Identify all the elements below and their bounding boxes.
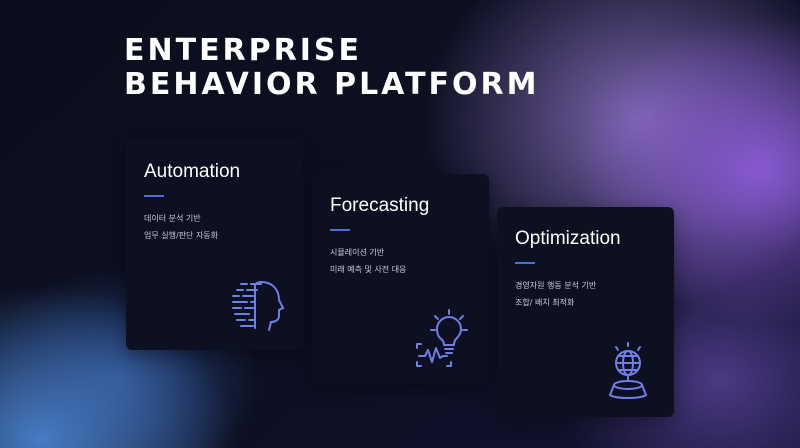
- card-description-line: 경영자원 행동 분석 기반: [515, 281, 597, 290]
- card-divider: [144, 195, 164, 197]
- card-title: Automation: [144, 161, 241, 182]
- card-description: 경영자원 행동 분석 기반 조합/ 배치 최적화: [515, 277, 596, 311]
- card-divider: [515, 262, 535, 264]
- card-description-line: 미래 예측 및 사전 대응: [330, 265, 407, 274]
- page-title-line1: ENTERPRISE: [124, 33, 363, 68]
- ai-head-icon: [227, 274, 289, 336]
- card-automation: Automation 데이터 분석 기반 업무 실행/판단 자동화: [126, 140, 303, 350]
- globe-pedestal-icon: [598, 341, 660, 403]
- page-title-line2: BEHAVIOR PLATFORM: [124, 67, 540, 102]
- card-description-line: 조합/ 배치 최적화: [515, 298, 575, 307]
- lightbulb-pulse-icon: [413, 308, 475, 370]
- card-forecasting: Forecasting 시뮬레이션 기반 미래 예측 및 사전 대응: [312, 174, 489, 384]
- card-description: 시뮬레이션 기반 미래 예측 및 사전 대응: [330, 244, 406, 278]
- card-description-line: 시뮬레이션 기반: [330, 248, 385, 257]
- card-description-line: 데이터 분석 기반: [144, 214, 201, 223]
- card-title: Forecasting: [330, 195, 430, 216]
- card-description: 데이터 분석 기반 업무 실행/판단 자동화: [144, 210, 218, 244]
- card-description-line: 업무 실행/판단 자동화: [144, 231, 219, 240]
- card-divider: [330, 229, 350, 231]
- page-title: ENTERPRISE BEHAVIOR PLATFORM: [124, 34, 539, 102]
- card-optimization: Optimization 경영자원 행동 분석 기반 조합/ 배치 최적화: [497, 207, 674, 417]
- card-title: Optimization: [515, 228, 621, 249]
